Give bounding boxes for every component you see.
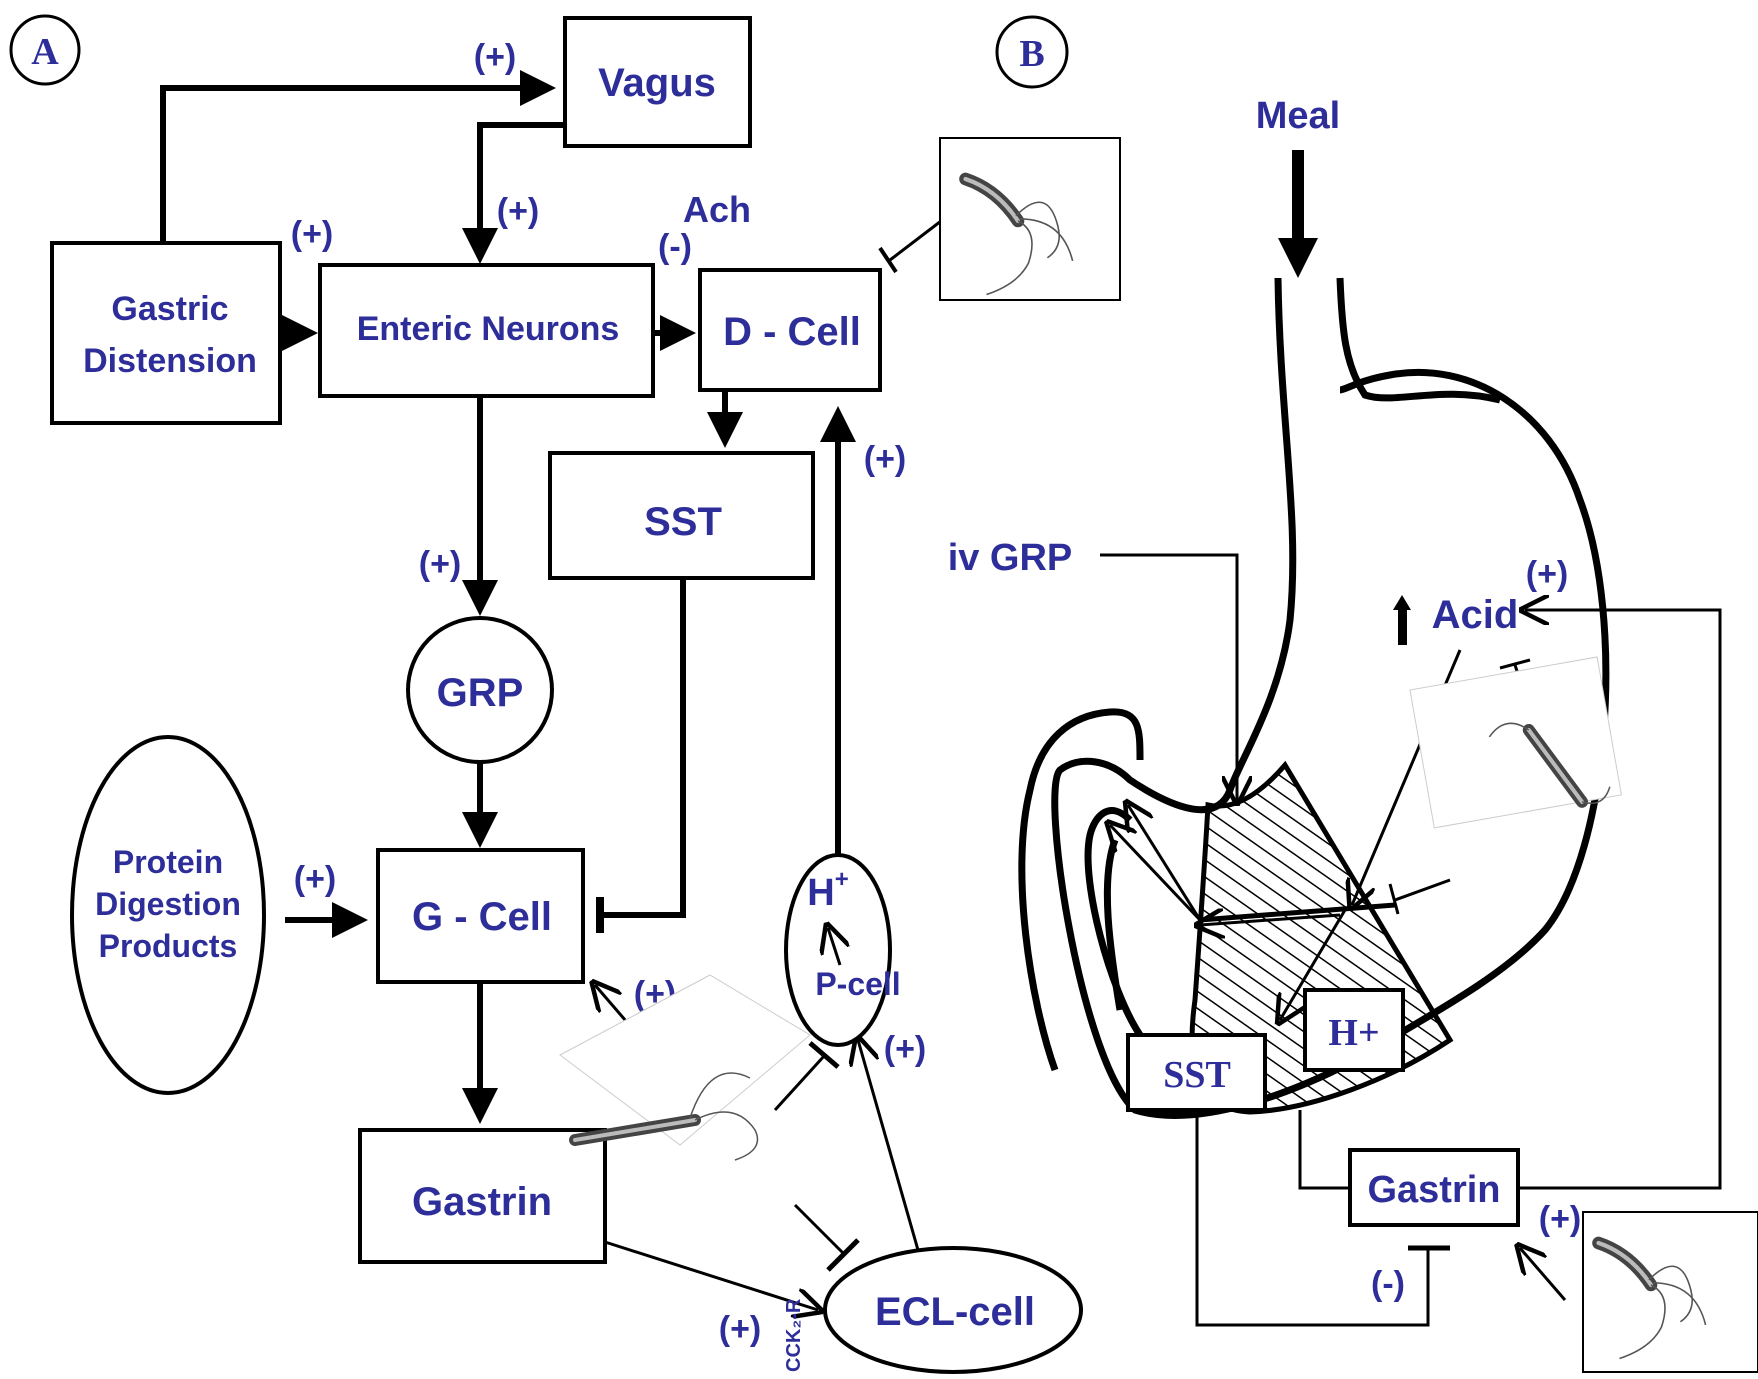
plus-label-distension: (+) (291, 215, 334, 253)
h-pylori-bacterium-icon (1409, 656, 1623, 829)
ecl-cell-ellipse (823, 1246, 1083, 1374)
stomach-outline-right (1336, 277, 1501, 404)
minus-label-dcell: (-) (658, 228, 692, 266)
inhibit-bug-to-dcell (889, 216, 946, 262)
inhibit-bar-antrum (1388, 883, 1400, 915)
gastrin-label: Gastrin (412, 1180, 552, 1224)
plus-label-vagus-out: (+) (497, 192, 540, 230)
gastrin-box (358, 1128, 607, 1264)
arrow-antrum-to-duodenum-2 (1110, 825, 1202, 922)
ach-label: Ach (683, 189, 751, 230)
plus-label-protein: (+) (294, 860, 337, 898)
arrow-vagus-to-enteric (462, 122, 565, 264)
panel-b-badge: B (1019, 33, 1044, 75)
panel-a-badge-circle (9, 14, 81, 86)
plus-label-ecl-pcell: (+) (884, 1030, 927, 1068)
h-pylori-bacterium-icon (559, 974, 811, 1161)
gastrin-label-b: Gastrin (1367, 1169, 1500, 1211)
arrow-ivgrp-to-antrum (1100, 553, 1237, 800)
h-pylori-bacterium-icon (939, 137, 1121, 301)
inhibit-bar-ecl (826, 1238, 860, 1272)
inhibit-bar-dcell (878, 246, 898, 274)
protein-label-2: Digestion (95, 886, 241, 922)
grp-label: GRP (437, 671, 524, 715)
acid-up-arrowhead (1393, 595, 1411, 610)
arrow-gastrin-to-acid (1518, 610, 1722, 1190)
gastric-distension-label-1: Gastric (111, 290, 228, 328)
arrow-ecl-to-pcell (858, 1040, 920, 1251)
plus-label-grp: (+) (419, 545, 462, 583)
arrow-pcell-to-h (828, 928, 840, 966)
panel-a-badge: A (31, 31, 59, 73)
inhibit-bar-acid (1499, 658, 1531, 670)
inhibit-sst-to-gastrin (1195, 1110, 1430, 1327)
acid-up-arrow-icon (1398, 605, 1407, 645)
vagus-box (563, 16, 752, 148)
enteric-neurons-label: Enteric Neurons (357, 310, 620, 348)
cck2r-label: CCK₂-R (783, 1298, 805, 1372)
stomach-outline (1051, 277, 1610, 1119)
arrow-antrum-to-duodenum-1 (1128, 805, 1202, 921)
g-cell-label: G - Cell (412, 895, 552, 939)
g-cell-box (376, 848, 585, 984)
arrow-antrum-to-sst (1280, 909, 1347, 1020)
plus-label-acid: (+) (1526, 555, 1569, 593)
plus-label-bug-gastrin: (+) (1539, 1200, 1582, 1238)
h-plus-label-b: H+ (1328, 1012, 1379, 1054)
inhibit-bar-pcell (808, 1041, 840, 1069)
ecl-cell-label: ECL-cell (875, 1290, 1035, 1334)
d-cell-label: D - Cell (723, 310, 861, 354)
inhibit-bug-to-antrum (1394, 878, 1451, 902)
h-plus-label: H+ (807, 866, 848, 914)
protein-ellipse (70, 735, 266, 1095)
h-pylori-bacterium-icon (1582, 1211, 1758, 1373)
inhibit-sst-to-gcell (600, 578, 686, 918)
arrow-antrum-internal (1200, 915, 1341, 925)
enteric-neurons-box (318, 263, 655, 398)
gastric-distension-box (50, 241, 282, 425)
sst-label-b: SST (1163, 1054, 1231, 1096)
meal-label: Meal (1256, 95, 1340, 137)
arrow-distension-to-vagus (160, 70, 556, 243)
plus-label-gastrin-ecl: (+) (719, 1310, 762, 1348)
sst-box (548, 451, 815, 580)
p-cell-label: P-cell (815, 966, 900, 1002)
arrow-gastrin-to-ecl (604, 1240, 818, 1310)
duodenum-fold (1103, 838, 1124, 1011)
panel-a: A (9, 14, 1121, 1374)
vagus-label: Vagus (598, 61, 716, 105)
minus-label-sst-gastrin: (-) (1371, 1265, 1405, 1303)
meal-arrowhead (1278, 238, 1318, 278)
protein-label-1: Protein (113, 844, 223, 880)
line-antrum-to-gastrin (1298, 1110, 1350, 1190)
duodenum (1018, 708, 1144, 1072)
plus-label-h-to-dcell: (+) (864, 440, 907, 478)
protein-label-3: Products (99, 928, 238, 964)
iv-grp-label: iv GRP (948, 537, 1073, 579)
panel-b: B Meal iv GRP Acid SST (948, 15, 1758, 1373)
d-cell-box (698, 268, 882, 392)
gastric-distension-label-2: Distension (83, 342, 257, 380)
arrow-bug-to-gastrin (1520, 1248, 1567, 1301)
inhibit-bug-to-pcell (773, 1053, 827, 1112)
h-plus-box-b (1303, 988, 1405, 1072)
inhibit-bug-to-ecl (793, 1203, 847, 1257)
sst-label: SST (644, 500, 722, 544)
plus-label-vagus-in: (+) (474, 38, 517, 76)
panel-b-badge-circle (995, 15, 1069, 89)
grp-circle (406, 616, 554, 764)
acid-label: Acid (1432, 593, 1519, 637)
